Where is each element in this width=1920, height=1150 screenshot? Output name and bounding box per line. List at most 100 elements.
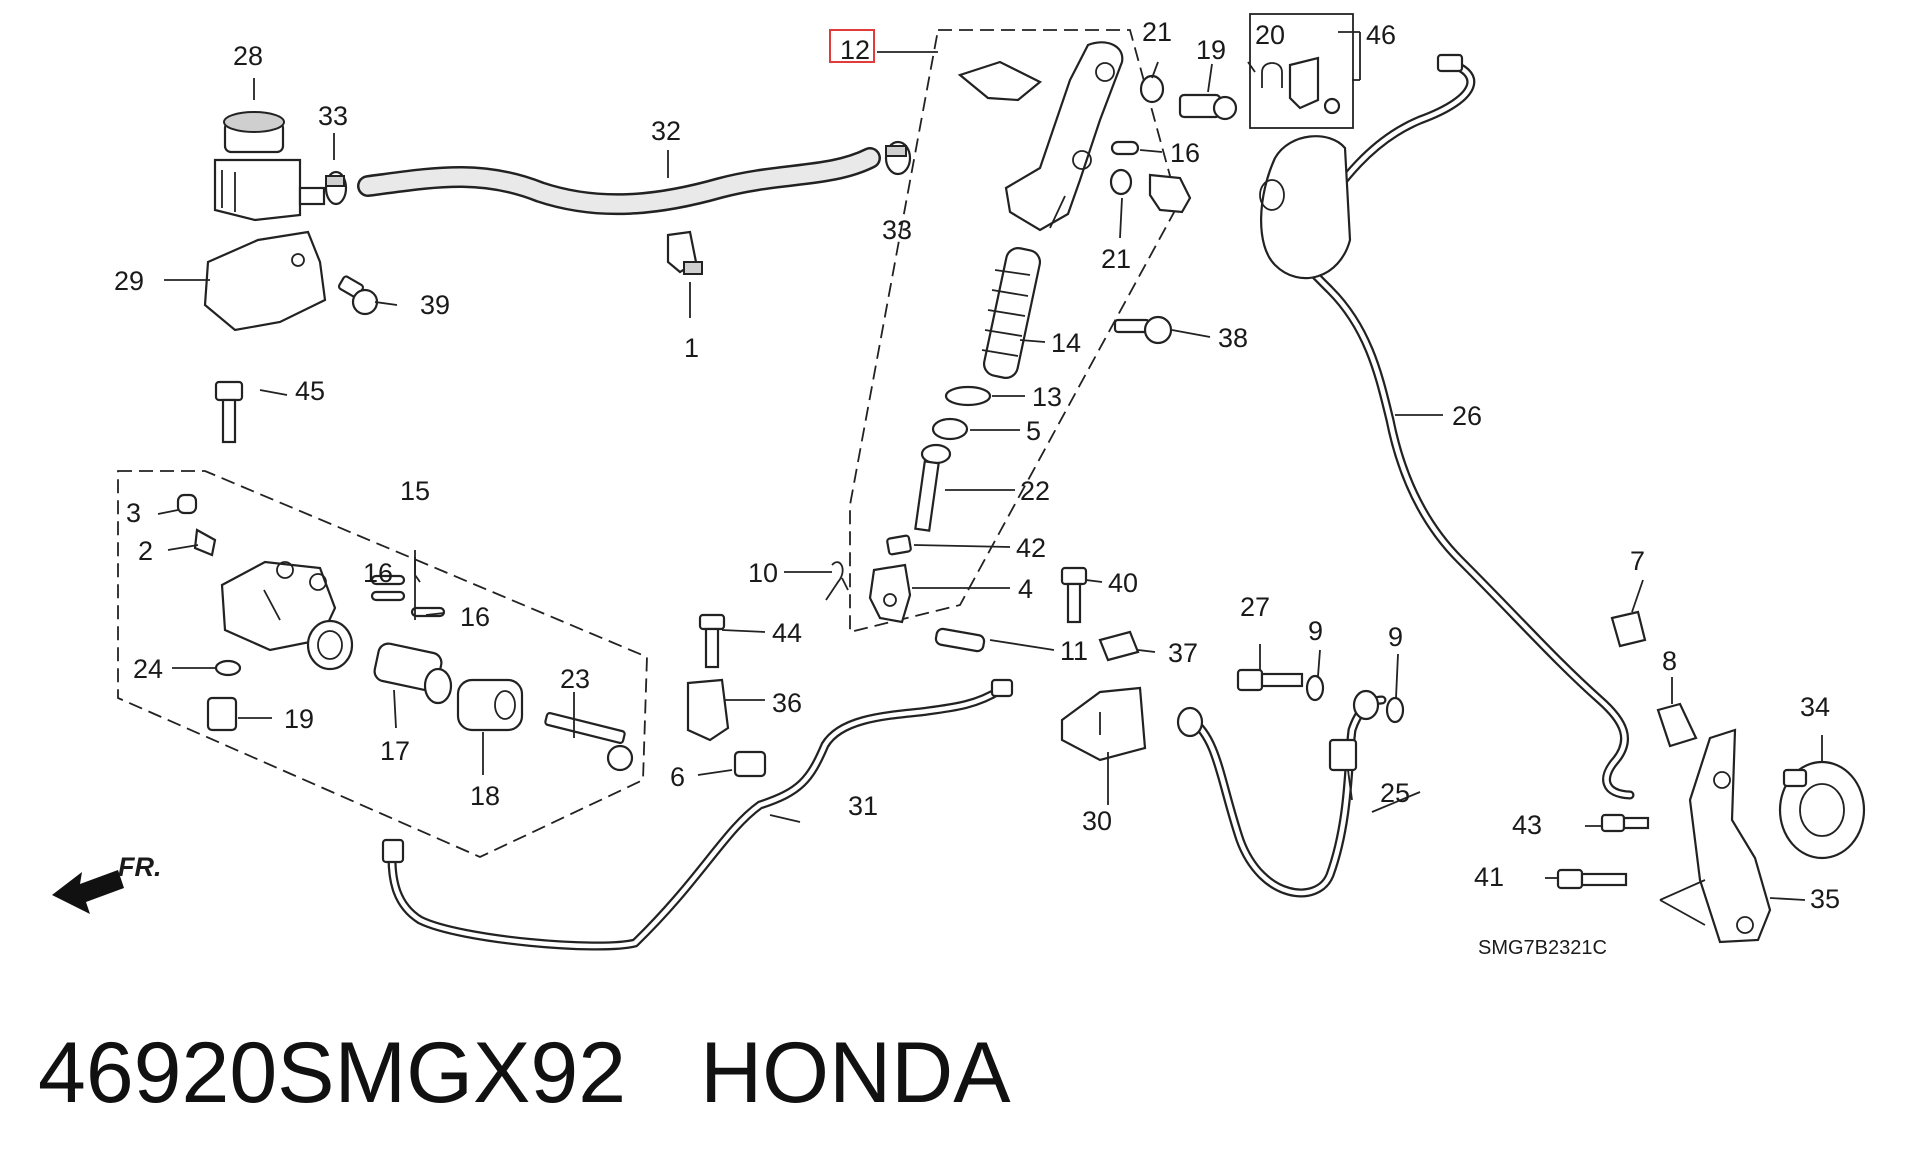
- union-bolt-19-top: [1178, 93, 1238, 121]
- clip-7: [1610, 610, 1647, 648]
- callout-33-right: 33: [882, 215, 912, 245]
- release-bracket-35: [1688, 728, 1772, 944]
- union-19-lower: [206, 696, 238, 732]
- push-rod-23: [544, 712, 634, 772]
- clip-10: [825, 561, 849, 601]
- callout-19-top: 19: [1196, 35, 1226, 65]
- callout-6: 6: [670, 762, 685, 792]
- callout-22: 22: [1020, 476, 1050, 506]
- callout-9-left: 9: [1308, 616, 1323, 646]
- hose-clamp-right: [884, 140, 912, 176]
- piston-spring-17: [373, 642, 453, 705]
- callout-46: 46: [1366, 20, 1396, 50]
- hose-clip-1: [666, 230, 703, 275]
- bracket-46-part: [1288, 56, 1341, 115]
- master-cylinder-body: [1004, 41, 1124, 232]
- clip-6: [733, 750, 767, 778]
- callout-10: 10: [748, 558, 778, 588]
- part-number: 46920SMGX92: [38, 1024, 627, 1121]
- leader-lines: [157, 31, 1823, 926]
- pin-11: [934, 627, 986, 653]
- callout-32: 32: [651, 116, 681, 146]
- highlight-box-12: [829, 29, 875, 63]
- callout-16-lower-left: 16: [363, 558, 393, 588]
- callout-34: 34: [1800, 692, 1830, 722]
- caption-footer: 46920SMGX92 HONDA: [38, 1018, 1011, 1128]
- callout-7: 7: [1630, 546, 1645, 576]
- callout-8: 8: [1662, 646, 1677, 676]
- callout-36: 36: [772, 688, 802, 718]
- bleeder-screw-2: [193, 528, 217, 557]
- callout-14: 14: [1051, 328, 1081, 358]
- callout-3: 3: [126, 498, 141, 528]
- nut-42: [886, 534, 912, 556]
- callout-9-right: 9: [1388, 622, 1403, 652]
- callout-27: 27: [1240, 592, 1270, 622]
- bolt-45: [214, 380, 244, 444]
- clip-20: [1261, 62, 1283, 88]
- callout-20: 20: [1255, 20, 1285, 50]
- callout-31: 31: [848, 791, 878, 821]
- callout-44: 44: [772, 618, 802, 648]
- callout-1: 1: [684, 333, 699, 363]
- drawing-code: SMG7B2321C: [1478, 937, 1607, 959]
- bolt-43: [1600, 813, 1650, 833]
- washer-21-lower: [1109, 168, 1133, 196]
- washer-21-top: [1139, 74, 1165, 104]
- callout-15: 15: [400, 476, 430, 506]
- callout-33-left: 33: [318, 101, 348, 131]
- bracket-36: [686, 678, 730, 742]
- bolt-41: [1556, 868, 1628, 890]
- ring-5: [931, 417, 969, 441]
- callout-19-lower: 19: [284, 704, 314, 734]
- callout-43: 43: [1512, 810, 1542, 840]
- washer-24: [214, 659, 242, 677]
- bolt-40: [1060, 566, 1088, 624]
- bolt-39: [337, 275, 379, 316]
- clip-37: [1098, 630, 1140, 662]
- group-outline-slave-cylinder: [117, 470, 648, 858]
- bolt-38: [1113, 315, 1173, 345]
- callout-23: 23: [560, 664, 590, 694]
- bleeder-fitting: [1148, 173, 1192, 214]
- front-indicator-label: FR.: [118, 852, 162, 882]
- pipe-31-end-fitting: [381, 678, 1014, 864]
- callout-26: 26: [1452, 401, 1482, 431]
- clip-8: [1656, 702, 1698, 748]
- callout-labels: 28 33 32 1 29 39 12 21 19 20 46 16 21 33…: [114, 17, 1840, 959]
- piston-spring-14: [981, 247, 1042, 379]
- reservoir-tank: [213, 111, 326, 222]
- callout-11: 11: [1060, 636, 1088, 666]
- washer-9-right: [1385, 696, 1405, 724]
- callout-21-top: 21: [1142, 17, 1172, 47]
- callout-42: 42: [1016, 533, 1046, 563]
- pipe-26-end-fitting: [1436, 53, 1464, 73]
- callout-29: 29: [114, 266, 144, 296]
- heat-shield: [1259, 135, 1352, 280]
- push-rod-22: [914, 443, 952, 532]
- callout-2: 2: [138, 536, 153, 566]
- hose-25-fittings: [1176, 689, 1380, 772]
- pin-16-top: [1110, 140, 1140, 156]
- callout-16-top: 16: [1170, 138, 1200, 168]
- callout-45: 45: [295, 376, 325, 406]
- group-outline-master-cylinder: [849, 29, 1179, 634]
- callout-13: 13: [1032, 382, 1062, 412]
- callout-16-lower-right: 16: [460, 602, 490, 632]
- callout-41: 41: [1474, 862, 1504, 892]
- bolt-44: [698, 613, 726, 669]
- release-bearing-34: [1778, 760, 1866, 860]
- callout-28: 28: [233, 41, 263, 71]
- slave-cylinder-body: [220, 560, 354, 671]
- piston-18: [456, 678, 524, 732]
- washer-9-left: [1305, 674, 1325, 702]
- callout-5: 5: [1026, 416, 1041, 446]
- group-outline-46: [1249, 13, 1354, 129]
- brand-name: HONDA: [700, 1024, 1011, 1121]
- callout-39: 39: [420, 290, 450, 320]
- callout-18: 18: [470, 781, 500, 811]
- bolt-27: [1236, 668, 1304, 692]
- cap-3: [176, 493, 198, 515]
- callout-25: 25: [1380, 778, 1410, 808]
